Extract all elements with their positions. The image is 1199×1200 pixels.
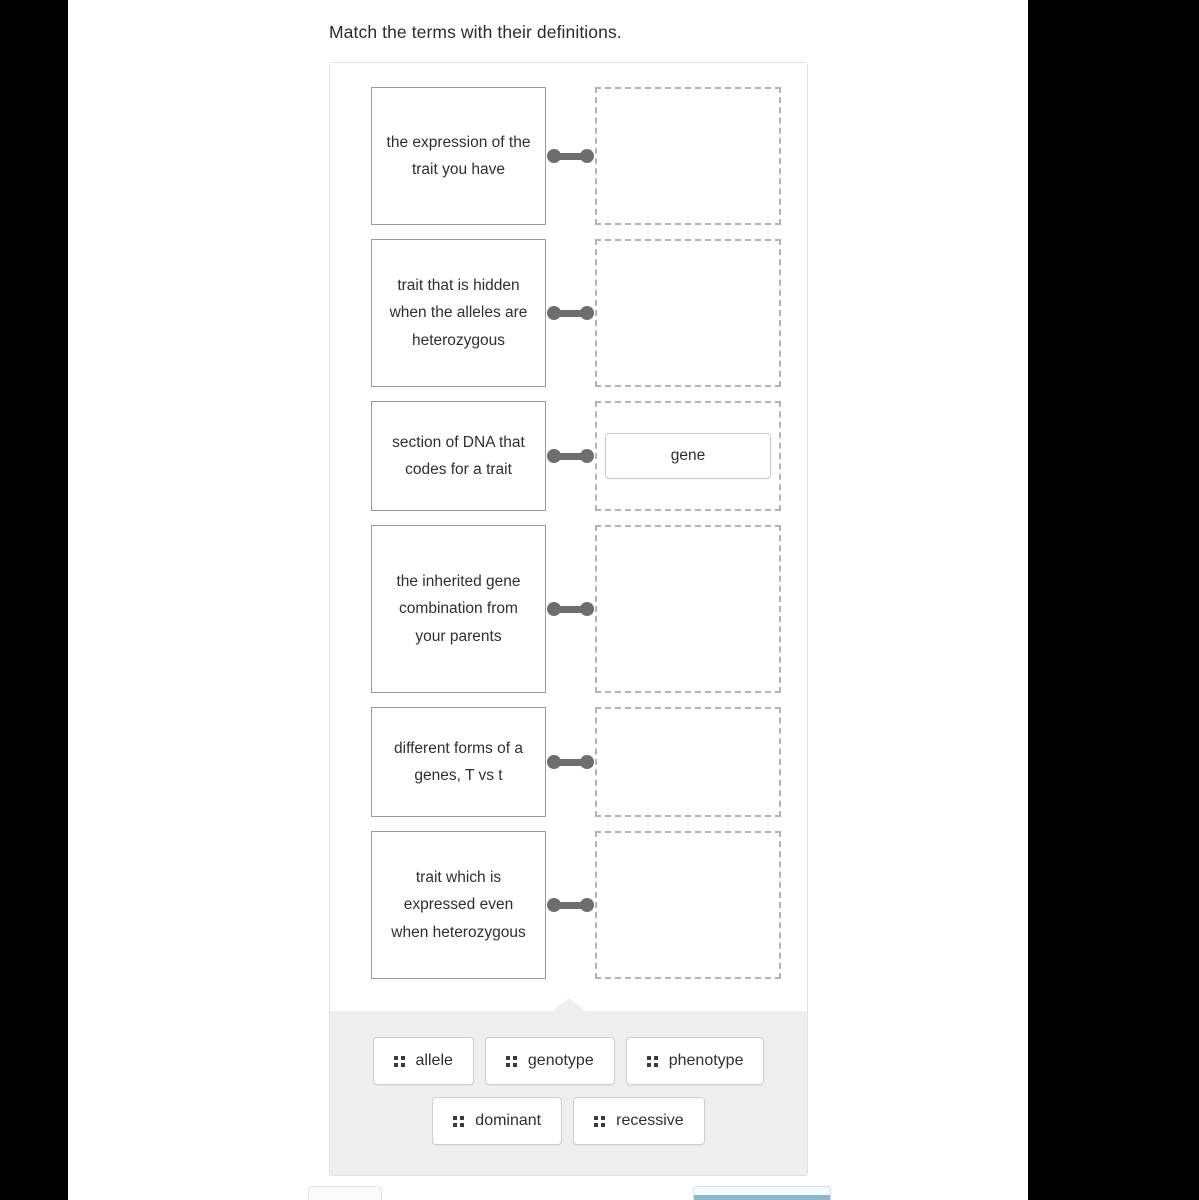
tray-notch-icon <box>550 998 587 1012</box>
link-connector-icon <box>546 525 595 693</box>
definition-prompt: different forms of a genes, T vs t <box>371 707 546 817</box>
drag-handle-icon[interactable] <box>393 1055 405 1067</box>
drag-handle-icon[interactable] <box>505 1055 517 1067</box>
term-chip-phenotype[interactable]: phenotype <box>625 1037 765 1085</box>
next-button[interactable] <box>693 1186 831 1200</box>
answer-drop-zone[interactable] <box>595 831 781 979</box>
definition-prompt: the inherited gene combination from your… <box>371 525 546 693</box>
drag-handle-icon[interactable] <box>453 1115 465 1127</box>
definition-prompt: trait which is expressed even when heter… <box>371 831 546 979</box>
definition-prompt: section of DNA that codes for a trait <box>371 401 546 511</box>
letterbox-right <box>1028 0 1199 1200</box>
link-connector-icon <box>546 401 595 511</box>
matching-question-card: the expression of the trait you have tra… <box>329 62 808 1176</box>
table-row: trait which is expressed even when heter… <box>330 831 807 979</box>
answer-drop-zone[interactable]: gene <box>595 401 781 511</box>
term-chip-recessive[interactable]: recessive <box>573 1097 705 1145</box>
definition-prompt: the expression of the trait you have <box>371 87 546 225</box>
table-row: trait that is hidden when the alleles ar… <box>330 239 807 387</box>
table-row: the expression of the trait you have <box>330 87 807 225</box>
term-chip-label: phenotype <box>668 1052 744 1069</box>
term-chip-genotype[interactable]: genotype <box>484 1037 615 1085</box>
term-bank-row-one: allele genotype phenotype <box>350 1037 787 1085</box>
match-rows-container: the expression of the trait you have tra… <box>330 63 807 997</box>
term-bank-row-two: dominant recessive <box>350 1097 787 1145</box>
term-chip-dominant[interactable]: dominant <box>432 1097 563 1145</box>
letterbox-left <box>0 0 68 1200</box>
term-bank-tray: allele genotype phenotype dominant <box>330 998 807 1175</box>
link-connector-icon <box>546 87 595 225</box>
answer-drop-zone[interactable] <box>595 525 781 693</box>
drag-handle-icon[interactable] <box>646 1055 658 1067</box>
table-row: the inherited gene combination from your… <box>330 525 807 693</box>
definition-prompt: trait that is hidden when the alleles ar… <box>371 239 546 387</box>
table-row: section of DNA that codes for a trait ge… <box>330 401 807 511</box>
next-button-accent <box>694 1195 830 1200</box>
page-title: Match the terms with their definitions. <box>329 22 622 42</box>
placed-answer-tile[interactable]: gene <box>605 433 771 479</box>
term-chip-label: allele <box>415 1052 453 1069</box>
drag-handle-icon[interactable] <box>594 1115 606 1127</box>
link-connector-icon <box>546 831 595 979</box>
answer-drop-zone[interactable] <box>595 87 781 225</box>
back-button[interactable] <box>308 1186 382 1200</box>
answer-drop-zone[interactable] <box>595 707 781 817</box>
table-row: different forms of a genes, T vs t <box>330 707 807 817</box>
answer-drop-zone[interactable] <box>595 239 781 387</box>
term-chip-label: recessive <box>616 1112 684 1129</box>
link-connector-icon <box>546 707 595 817</box>
term-chip-label: dominant <box>475 1112 542 1129</box>
term-chip-allele[interactable]: allele <box>372 1037 474 1085</box>
link-connector-icon <box>546 239 595 387</box>
page-surface: Match the terms with their definitions. … <box>68 0 1028 1200</box>
term-chip-label: genotype <box>527 1052 594 1069</box>
